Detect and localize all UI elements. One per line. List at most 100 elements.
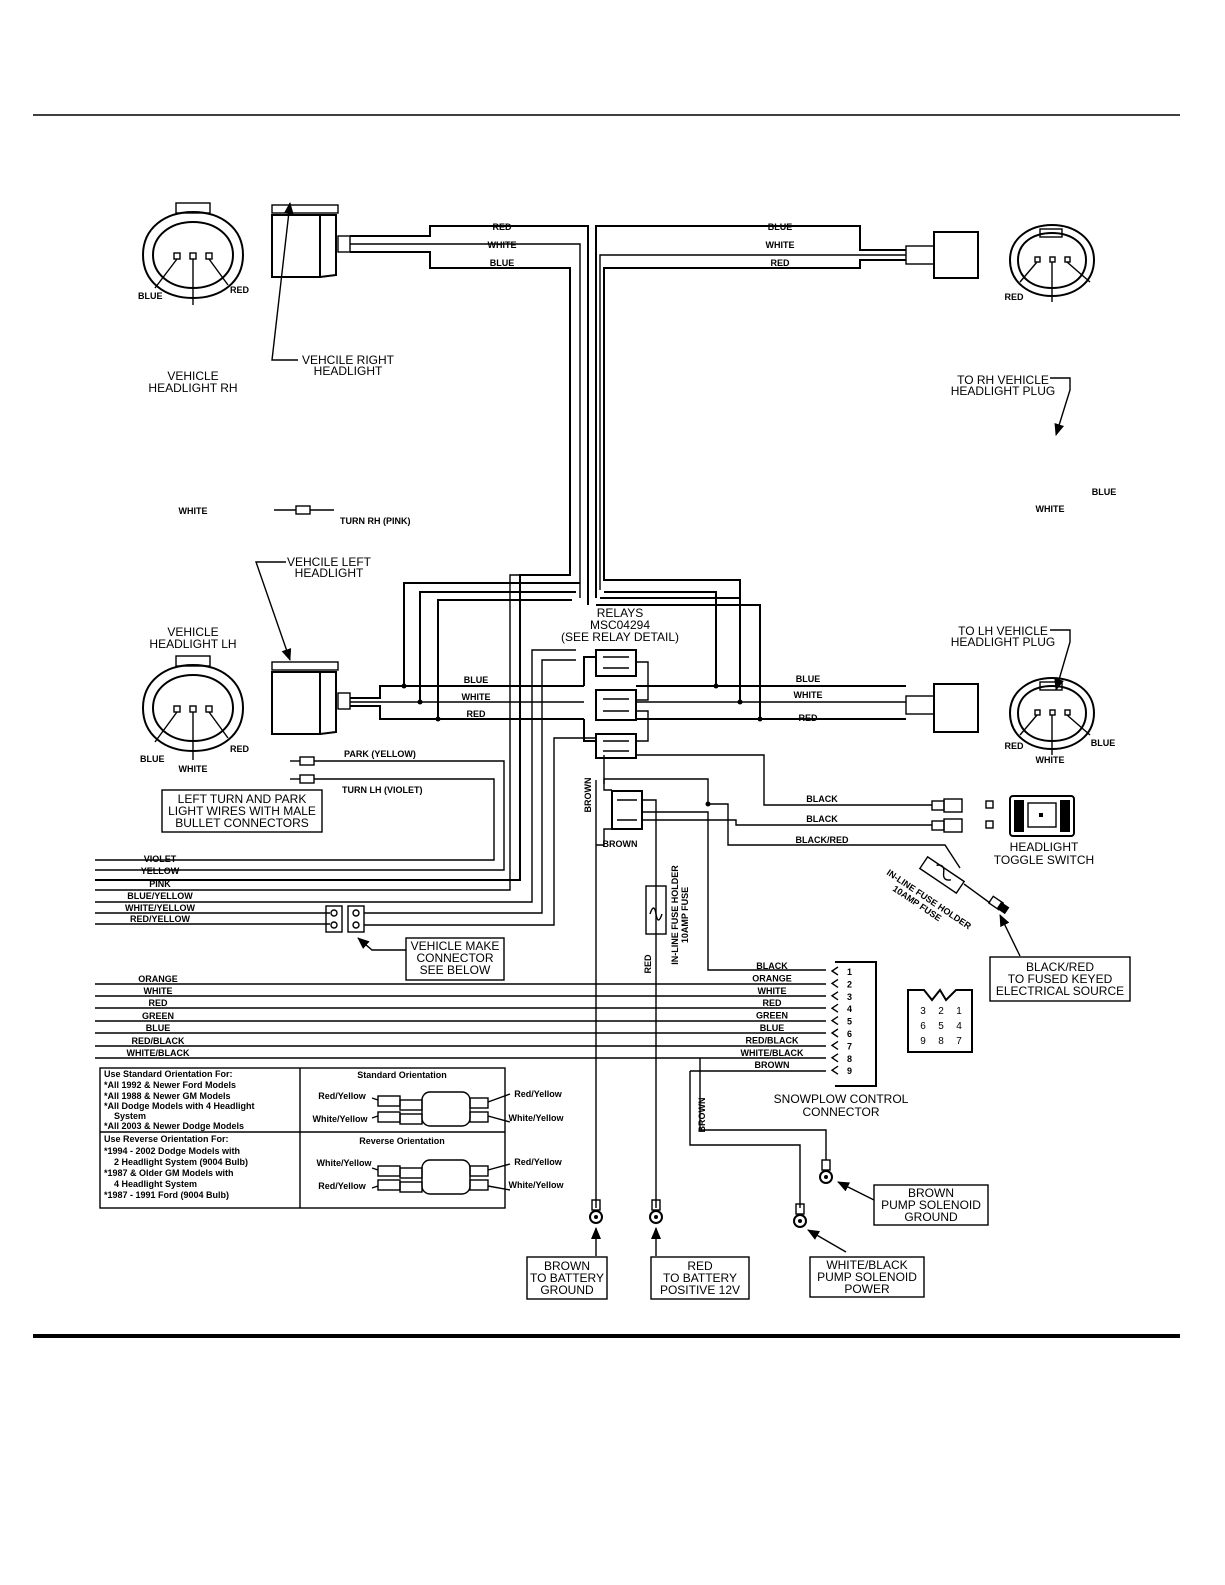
rh-plug-pin-red: RED <box>1004 292 1024 302</box>
pump-ground-2: PUMP SOLENOID <box>881 1198 981 1212</box>
turn-rh-lead <box>274 505 334 515</box>
lh-right-label-white: WHITE <box>794 690 823 700</box>
harness-label-whiteyellow: WHITE/YELLOW <box>125 903 195 913</box>
battery-positive-2: TO BATTERY <box>663 1271 737 1285</box>
lh-plug-connector-icon <box>1008 676 1096 755</box>
rev-label-1: White/Yellow <box>316 1158 372 1168</box>
pin-grid-number: 8 <box>938 1036 944 1047</box>
lh-left-label-blue: BLUE <box>464 675 489 685</box>
harness-label-whiteblack: WHITE/BLACK <box>127 1048 190 1058</box>
pin-grid-number: 9 <box>920 1036 926 1047</box>
snowplow-wire-label: WHITE <box>758 986 787 996</box>
standard-item-5: *All 2003 & Newer Dodge Models <box>104 1121 244 1131</box>
keyed-source-3: ELECTRICAL SOURCE <box>996 984 1124 998</box>
bullet-note-3: BULLET CONNECTORS <box>175 816 309 830</box>
keyed-source-box <box>989 956 1131 1002</box>
pin-chevron-icon <box>830 1040 839 1050</box>
keyed-source-2: TO FUSED KEYED <box>1008 972 1113 986</box>
harness-label-red: RED <box>148 998 168 1008</box>
rh-pin-blue: BLUE <box>138 291 163 301</box>
pin-grid-icon <box>907 988 973 1053</box>
standard-item-3: *All Dodge Models with 4 Headlight <box>104 1101 255 1111</box>
bullet-note-box <box>161 789 323 833</box>
brown-horizontal-label: BROWN <box>603 839 638 849</box>
inline-fuse-label-2: 10AMP FUSE <box>680 887 690 943</box>
snowplow-pin-number: 4 <box>847 1004 852 1014</box>
park-turn-leads <box>95 756 505 871</box>
reverse-heading: Use Reverse Orientation For: <box>104 1134 229 1144</box>
pin-grid-number: 7 <box>956 1036 962 1047</box>
bullet-note-2: LIGHT WIRES WITH MALE <box>168 804 316 818</box>
rh-headlight-connector-icon <box>141 202 245 305</box>
rh-right-label-blue: BLUE <box>768 222 793 232</box>
std-label-2: Red/Yellow <box>514 1089 563 1099</box>
snowplow-pin-number: 5 <box>847 1017 852 1027</box>
turn-rh-label: TURN RH (PINK) <box>340 516 411 526</box>
rh-left-label-red: RED <box>492 222 512 232</box>
pump-power-terminal-icon <box>793 1203 807 1228</box>
rh-headlight-title-2: HEADLIGHT RH <box>148 381 237 395</box>
pump-ground-1: BROWN <box>908 1186 954 1200</box>
pump-power-box <box>809 1256 925 1298</box>
harness-label-white: WHITE <box>144 986 173 996</box>
pump-power-1: WHITE/BLACK <box>826 1258 907 1272</box>
battery-ground-2: TO BATTERY <box>530 1271 604 1285</box>
relays-label-3: (SEE RELAY DETAIL) <box>561 630 679 644</box>
snowplow-pin-number: 2 <box>847 979 852 989</box>
harness-label-blueyellow: BLUE/YELLOW <box>127 891 193 901</box>
standard-item-1: *All 1992 & Newer Ford Models <box>104 1080 236 1090</box>
std-label-4: White/Yellow <box>508 1113 564 1123</box>
reverse-item-5: *1987 - 1991 Ford (9004 Bulb) <box>104 1190 229 1200</box>
snowplow-wire-label: RED <box>762 998 782 1008</box>
pin-grid-number: 3 <box>920 1006 926 1017</box>
turn-lh-label: TURN LH (VIOLET) <box>342 785 423 795</box>
rh-pin-red: RED <box>230 285 250 295</box>
keyed-fuse-label-1: IN-LINE FUSE HOLDER <box>885 867 973 931</box>
battery-positive-box <box>650 1256 750 1300</box>
snowplow-pin-number: 6 <box>847 1029 852 1039</box>
pin-chevron-icon <box>830 1028 839 1038</box>
junction-dot <box>401 683 407 689</box>
harness-label-green: GREEN <box>142 1011 174 1021</box>
rev-label-3: Red/Yellow <box>318 1181 367 1191</box>
toggle-label-2: TOGGLE SWITCH <box>994 853 1094 867</box>
junction-dot <box>757 716 763 722</box>
lh-pin-red: RED <box>230 744 250 754</box>
reverse-item-1: *1994 - 2002 Dodge Models with <box>104 1146 240 1156</box>
junction-dot <box>417 699 423 705</box>
snowplow-wire-label: BLACK <box>756 961 788 971</box>
lh-headlight-title-1: VEHICLE <box>167 625 218 639</box>
snowplow-label-2: CONNECTOR <box>802 1105 879 1119</box>
keyed-source-1: BLACK/RED <box>1026 960 1094 974</box>
snowplow-wire-label: BLUE <box>760 1023 785 1033</box>
lh-plug-pin-white: WHITE <box>1036 755 1065 765</box>
rh-headlight-callout-2: HEADLIGHT <box>314 364 383 378</box>
harness-label-pink: PINK <box>149 879 171 889</box>
rh-left-wires <box>95 225 589 881</box>
harness-label-yellow: YELLOW <box>141 866 180 876</box>
relays-label-1: RELAYS <box>597 606 643 620</box>
pin-chevron-icon <box>830 991 839 1001</box>
headlight-toggle-switch-icon <box>931 795 1075 837</box>
standard-heading: Use Standard Orientation For: <box>104 1069 233 1079</box>
rh-left-label-white: WHITE <box>488 240 517 250</box>
harness-label-orange: ORANGE <box>138 974 178 984</box>
snowplow-pin-number: 8 <box>847 1054 852 1064</box>
harness-label-violet: VIOLET <box>144 854 177 864</box>
lh-plug-pin-red: RED <box>1004 741 1024 751</box>
switch-label-black-2: BLACK <box>806 814 838 824</box>
harness-label-redyellow: RED/YELLOW <box>130 914 191 924</box>
reverse-item-2: 2 Headlight System (9004 Bulb) <box>114 1157 248 1167</box>
pin-grid-number: 5 <box>938 1021 944 1032</box>
snowplow-wire-label: WHITE/BLACK <box>741 1048 804 1058</box>
junction-dot <box>435 716 441 722</box>
standard-item-4: System <box>114 1111 146 1121</box>
battery-ground-3: GROUND <box>540 1283 594 1297</box>
junction-dot <box>737 699 743 705</box>
reverse-item-3: *1987 & Older GM Models with <box>104 1168 234 1178</box>
lh-left-label-red: RED <box>466 709 486 719</box>
snowplow-wire-labels: BLACKORANGEWHITEREDGREENBLUERED/BLACKWHI… <box>741 961 804 1070</box>
reverse-title: Reverse Orientation <box>359 1136 445 1146</box>
lh-plug-label-2: HEADLIGHT PLUG <box>951 635 1055 649</box>
